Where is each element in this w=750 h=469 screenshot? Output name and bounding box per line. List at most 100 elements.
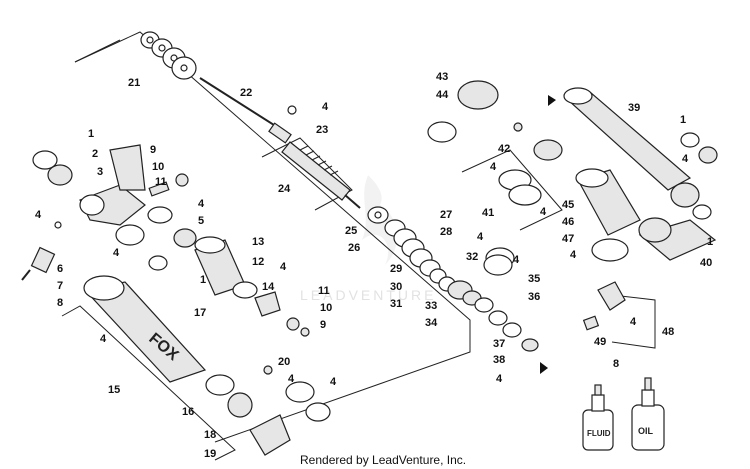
callout-7-1: 7 — [57, 280, 63, 292]
callout-32-1: 32 — [466, 251, 478, 263]
valve-6 — [21, 221, 62, 281]
callout-46-1: 46 — [562, 216, 574, 228]
callout-25-1: 25 — [345, 225, 357, 237]
callout-33-1: 33 — [425, 300, 437, 312]
watermark-text: LEADVENTURE — [300, 287, 436, 303]
callout-4-9: 4 — [477, 231, 484, 243]
fluid-bottle: FLUID — [582, 384, 614, 451]
callout-27-1: 27 — [440, 209, 452, 221]
callout-4-5: 4 — [280, 261, 287, 273]
callout-4-7: 4 — [330, 376, 337, 388]
callout-23-1: 23 — [316, 124, 328, 136]
callout-4-8: 4 — [322, 101, 329, 113]
group-box-24 — [261, 137, 353, 211]
callout-4-2: 4 — [113, 247, 120, 259]
group-box-41 — [461, 149, 563, 231]
callout-45-1: 45 — [562, 199, 574, 211]
callout-8-1: 8 — [57, 297, 63, 309]
callout-41-1: 41 — [482, 207, 494, 219]
callout-4-1: 4 — [35, 209, 42, 221]
callout-18-1: 18 — [204, 429, 216, 441]
callout-43-1: 43 — [436, 71, 448, 83]
callout-4-3: 4 — [100, 333, 107, 345]
callout-8-2: 8 — [613, 358, 619, 370]
callout-4-4: 4 — [198, 198, 205, 210]
eyelet-3 — [32, 144, 189, 226]
callout-2-1: 2 — [92, 148, 98, 160]
cap-43 — [457, 80, 499, 110]
callout-19-1: 19 — [204, 448, 216, 460]
callout-1-3: 1 — [680, 114, 686, 126]
callout-30-1: 30 — [390, 281, 402, 293]
callout-1-2: 1 — [200, 274, 206, 286]
reservoir-45 — [575, 168, 641, 236]
reservoir-tube-39 — [563, 87, 692, 191]
callout-22-1: 22 — [240, 87, 252, 99]
callout-3-1: 3 — [97, 166, 103, 178]
callout-11-1: 11 — [155, 176, 167, 188]
callout-4-14: 4 — [570, 249, 577, 261]
callout-40-1: 40 — [700, 257, 712, 269]
bottle-label-fluid: FLUID — [587, 429, 611, 438]
callout-35-1: 35 — [528, 273, 540, 285]
callout-39-1: 39 — [628, 102, 640, 114]
callout-4-12: 4 — [540, 206, 547, 218]
arrow-icon — [540, 362, 548, 374]
callout-12-1: 12 — [252, 256, 264, 268]
oil-bottle: OIL — [631, 377, 665, 451]
callout-4-15: 4 — [630, 316, 637, 328]
eyelet-19 — [249, 414, 291, 456]
callout-17-1: 17 — [194, 307, 206, 319]
callout-37-1: 37 — [493, 338, 505, 350]
callout-10-2: 10 — [320, 302, 332, 314]
callout-34-1: 34 — [425, 317, 438, 329]
callout-4-6: 4 — [288, 373, 295, 385]
callout-36-1: 36 — [528, 291, 540, 303]
oring-4 — [287, 105, 297, 115]
callout-10-1: 10 — [152, 161, 164, 173]
callout-4-13: 4 — [682, 153, 689, 165]
callout-9-1: 9 — [150, 144, 156, 156]
footer-credit: Rendered by LeadVenture, Inc. — [300, 453, 466, 467]
callout-49-1: 49 — [594, 336, 606, 348]
group-box-48 — [611, 294, 656, 349]
callout-47-1: 47 — [562, 233, 574, 245]
callout-4-10: 4 — [513, 254, 520, 266]
group-box-15 — [61, 305, 236, 461]
callout-24-1: 24 — [278, 183, 291, 195]
callout-9-2: 9 — [320, 319, 326, 331]
callout-5-1: 5 — [198, 215, 204, 227]
callout-21-1: 21 — [128, 77, 140, 89]
shaft-assembly-23 — [268, 122, 361, 209]
callout-28-1: 28 — [440, 226, 452, 238]
callout-16-1: 16 — [182, 406, 194, 418]
washer-stack-21 — [140, 31, 197, 80]
callout-1-4: 1 — [707, 236, 713, 248]
arrow-icon — [548, 95, 556, 106]
shim-stack — [367, 206, 539, 352]
callout-31-1: 31 — [390, 298, 402, 310]
callout-20-1: 20 — [278, 356, 290, 368]
callout-6-1: 6 — [57, 263, 63, 275]
callout-4-11: 4 — [490, 161, 497, 173]
callout-29-1: 29 — [390, 263, 402, 275]
callout-4-16: 4 — [496, 373, 503, 385]
bottom-cap-18 — [227, 392, 253, 418]
callout-38-1: 38 — [493, 354, 505, 366]
callout-14-1: 14 — [262, 281, 275, 293]
shaft-rod-22 — [199, 77, 286, 133]
callout-48-1: 48 — [662, 326, 674, 338]
group-box-shock — [74, 31, 471, 443]
callout-44-1: 44 — [436, 89, 449, 101]
callout-11-2: 11 — [318, 285, 330, 297]
callout-42-1: 42 — [498, 143, 510, 155]
bottle-label-oil: OIL — [638, 426, 654, 436]
callout-1-1: 1 — [88, 128, 94, 140]
callout-26-1: 26 — [348, 242, 360, 254]
callout-15-1: 15 — [108, 384, 120, 396]
clip-44 — [427, 121, 457, 143]
callout-13-1: 13 — [252, 236, 264, 248]
